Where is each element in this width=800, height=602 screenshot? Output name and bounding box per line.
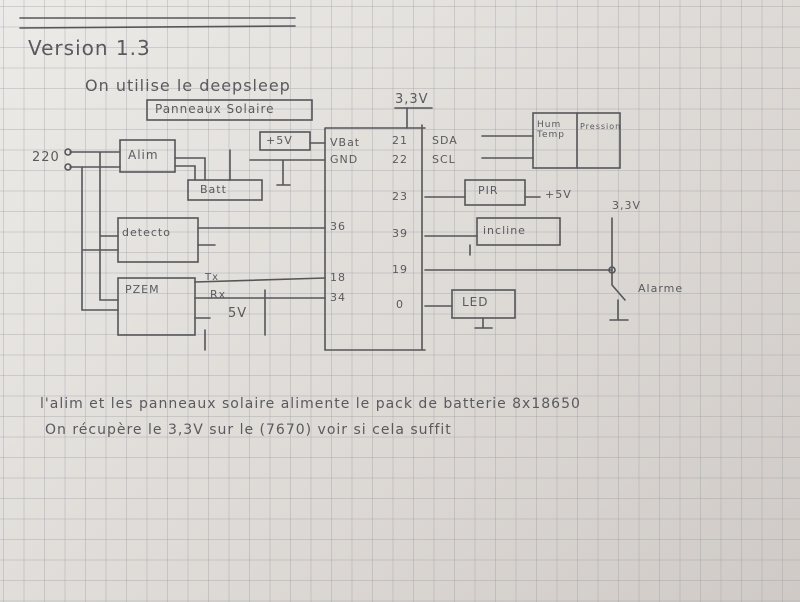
pin-19: 19 [392,263,408,276]
pzem-label: PZEM [125,283,160,296]
pin-34: 34 [330,291,346,304]
esp32-block [324,124,426,351]
solar-panel-label: Panneaux Solaire [155,102,275,116]
pir-supply: +5V [545,188,572,201]
pin-21: 21 [392,134,408,147]
solar-panel-box [146,99,313,121]
top-rule [19,25,296,29]
plus5v-label: +5V [266,134,293,147]
mains-label: 220 [32,150,60,165]
pin-vbat: VBat [330,136,361,149]
led-label: LED [462,295,489,309]
terminal [64,148,72,156]
supply-label: 3,3V [395,92,429,107]
note-line-1: l'alim et les panneaux solaire alimente … [40,396,581,412]
pin-36: 36 [330,220,346,233]
sda-label: SDA [432,134,458,147]
subtitle: On utilise le deepsleep [85,76,291,95]
pin-gnd: GND [330,153,359,166]
alarme-label: Alarme [638,282,684,295]
incline-label: incline [483,224,526,237]
pression-label: Pression [580,122,622,131]
detector-label: detecto [122,226,171,239]
pzem-wires [194,277,326,351]
pin-39: 39 [392,227,408,240]
alarm-wires [424,217,629,321]
pin-23: 23 [392,190,408,203]
pin-22: 22 [392,153,408,166]
scl-label: SCL [432,153,456,166]
incline-wire [424,235,478,256]
alim-label: Alim [128,148,159,162]
batt-box [187,179,263,201]
led-wires [424,305,493,329]
detector-wire [197,227,326,246]
junction [608,266,616,274]
power-wires [174,142,326,186]
alarm-supply: 3,3V [612,199,642,212]
hum-temp-label: Hum Temp [537,120,565,140]
pir-box [464,179,526,206]
detector-box [117,217,199,263]
pin-18: 18 [330,271,346,284]
note-line-2: On récupère le 3,3V sur le (7670) voir s… [45,422,452,438]
pin-0: 0 [396,298,404,311]
incline-box [476,217,561,246]
version-title: Version 1.3 [28,36,151,60]
pzem-tx: Tx [205,272,220,283]
pir-label: PIR [478,184,499,197]
pzem-5v: 5V [228,306,248,321]
batt-label: Batt [200,183,227,196]
plus5v-box [259,131,311,151]
i2c-wires [481,135,534,159]
pzem-box [117,277,196,336]
alim-box [119,139,176,173]
mains-wires [69,151,121,311]
terminal [64,163,72,171]
pzem-rx: Rx [210,288,227,301]
